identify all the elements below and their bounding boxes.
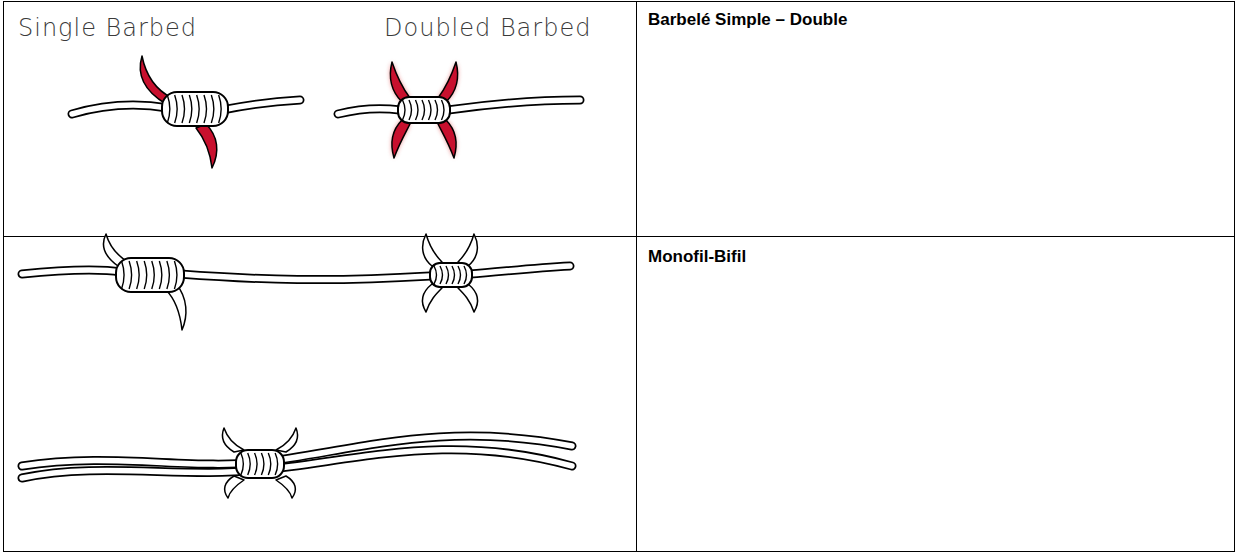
coil-line [440,266,443,284]
illustration-caption: Doubled Barbed [384,14,591,42]
table-grid [4,2,1235,552]
coil-line [248,453,251,475]
coil-line [204,95,207,123]
coil-line [442,100,445,120]
coil-line [211,95,214,123]
barb [103,56,477,498]
coil-line [241,453,244,475]
coil-line [175,95,178,123]
coil-line [159,261,162,289]
coil-line [255,453,258,475]
coil-line [464,266,467,284]
coil-line [144,261,147,289]
table-cell: Monofil-Bifil [648,247,746,267]
coil-line [403,100,406,120]
coil-line [446,266,449,284]
coil-line [219,95,222,123]
coil-line [129,261,132,289]
coil-line [174,261,177,289]
coil-line [435,100,438,120]
coil-line [122,261,125,289]
table-cell: Barbelé Simple – Double [648,10,847,30]
coil-line [137,261,140,289]
coil-line [167,95,170,123]
coil-line [261,453,264,475]
coil-line [416,100,419,120]
coil-line [197,95,200,123]
coil-line [422,100,425,120]
coil-line [182,95,185,123]
coil-line [429,100,432,120]
coil-line [452,266,455,284]
coil-windings [122,95,467,475]
coil-line [275,453,278,475]
coil-line [152,261,155,289]
coil-line [434,266,437,284]
barb-glow [390,62,457,158]
coil-line [167,261,170,289]
illustration-caption: Single Barbed [18,14,197,42]
wire-knot [116,92,472,478]
coil-line [409,100,412,120]
coil-line [268,453,271,475]
coil-line [189,95,192,123]
coil-line [458,266,461,284]
wire [22,100,580,478]
